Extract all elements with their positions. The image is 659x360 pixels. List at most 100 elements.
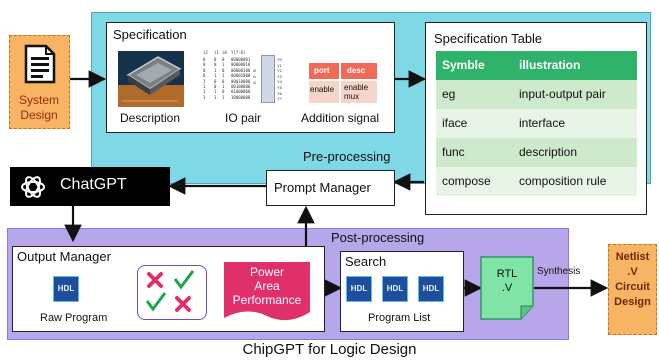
hdl-chip-icon: HDL	[346, 276, 372, 302]
synthesis-label: Synthesis	[537, 266, 581, 277]
io-table-cell: 1	[222, 84, 225, 89]
output-manager-title: Output Manager	[17, 249, 111, 264]
spec-table-cell: composition rule	[519, 174, 607, 188]
decoder-input-pin: i0	[253, 68, 257, 73]
io-table-cell: 1	[222, 94, 225, 100]
signal-h2: desc	[347, 66, 366, 75]
io-table-cell: 10000000	[231, 94, 251, 100]
description-label: Description	[120, 111, 181, 125]
signal-cell-2	[341, 81, 377, 103]
spec-table-title: Specification Table	[434, 31, 543, 46]
io-table-cell: 0	[203, 67, 206, 73]
signal-port-header	[309, 63, 339, 79]
system-design-line1: System	[18, 93, 59, 107]
search-title: Search	[345, 254, 387, 269]
io-table-cell: 0	[214, 84, 217, 89]
decoder-block	[261, 55, 275, 103]
decoder-output-pin: Y1	[277, 62, 282, 68]
signal-h1: port	[314, 66, 330, 75]
chatgpt-label: ChatGPT	[60, 176, 127, 193]
ppa-area: Area	[254, 279, 280, 293]
hdl-chip-icon: HDL	[53, 276, 79, 302]
spec-table-cell: interface	[519, 116, 566, 130]
openai-logo-icon	[21, 176, 45, 198]
ppa-performance: Performance	[232, 293, 302, 307]
io-header-i2: i2	[203, 50, 208, 55]
ppa-power: Power	[249, 265, 284, 279]
pre-processing-label: Pre-processing	[303, 149, 391, 164]
io-header-i0: i0	[222, 50, 227, 55]
io-table-cell: 00001000	[231, 73, 251, 79]
decoder-output-pin: Y3	[277, 73, 282, 79]
cross-icon	[147, 272, 163, 288]
io-table-cell: 0	[203, 62, 206, 68]
spec-table-cell: iface	[442, 116, 468, 130]
addition-signal-label: Addition signal	[301, 111, 380, 125]
spec-table-row: eg input-output pair	[436, 80, 637, 110]
decoder-input-pin: i1	[253, 74, 257, 79]
decoder-input-pin: i2	[253, 80, 257, 85]
io-table-cell: 1	[214, 94, 217, 100]
io-table-cell: 0	[214, 62, 217, 68]
decoder-output-pin: Y4	[277, 79, 282, 85]
spec-table-cell: compose	[442, 174, 491, 188]
io-table-cell: 0	[222, 67, 225, 73]
io-table-cell: 1	[203, 84, 206, 89]
signal-cell-1	[309, 81, 339, 103]
io-table-cell: 0	[222, 78, 225, 84]
io-table-cell: 00100000	[231, 84, 251, 89]
figure-caption: ChipGPT for Logic Design	[242, 341, 417, 358]
io-table-cell: 1	[214, 73, 217, 79]
prompt-manager-box	[266, 170, 395, 206]
chatgpt-box	[10, 167, 170, 206]
io-table-cell: 0	[214, 57, 217, 62]
hdl-chip-icon: HDL	[418, 276, 444, 302]
signal-c2-line1: enable	[344, 83, 369, 92]
cross-icon	[175, 296, 191, 312]
io-table-cell: 1	[214, 67, 217, 73]
signal-c1: enable	[310, 85, 335, 94]
decoder-output-pin: Y5	[277, 85, 282, 90]
signal-c2-line2: mux	[344, 92, 360, 101]
io-table-cell: 1	[222, 73, 225, 79]
spec-table-row: func description	[436, 138, 637, 168]
spec-table-cell: eg	[442, 87, 456, 101]
io-table-cell: 1	[214, 89, 217, 95]
spec-table-cell: input-output pair	[519, 87, 606, 101]
hdl-chip-icon: HDL	[382, 276, 408, 302]
raw-program-label: Raw Program	[40, 312, 108, 324]
io-table-cell: 01000000	[231, 89, 251, 95]
netlist-line1: Netlist	[615, 251, 650, 263]
rtl-file-shape	[480, 256, 534, 320]
io-table-cell: 0	[203, 73, 206, 79]
cpu-chip-image	[118, 51, 184, 107]
rtl-line1: RTL	[496, 268, 518, 280]
io-table-cell: 00000100	[231, 67, 251, 73]
io-table-cell: 0	[222, 57, 225, 62]
decoder-output-pin: Y6	[277, 90, 282, 96]
spec-table-cell: func	[442, 145, 465, 159]
io-table-cell: 0	[203, 57, 206, 62]
io-table-cell: 1	[203, 78, 206, 84]
check-icon	[145, 292, 167, 312]
system-design-box: System Design	[9, 35, 70, 129]
check-icon	[173, 270, 195, 290]
cross-check-icons	[145, 270, 195, 312]
ppa-banner	[224, 262, 310, 321]
io-table-cell: 0	[214, 78, 217, 84]
decoder-output-pin: Y2	[277, 68, 282, 74]
specification-title: Specification	[113, 27, 187, 42]
netlist-line3: Circuit	[615, 281, 650, 293]
program-list-label: Program List	[368, 312, 431, 324]
io-table-cell: 0	[222, 89, 225, 95]
io-table-cell: 1	[203, 89, 206, 95]
rtl-line2: .V	[501, 282, 513, 294]
io-header-y: Y[7:0]	[231, 50, 246, 55]
spec-table-row: compose composition rule	[436, 167, 637, 197]
document-icon	[24, 44, 56, 84]
io-table-cell: 00000010	[231, 62, 251, 68]
netlist-line2: .V	[627, 266, 638, 278]
io-header-i1: i1	[214, 50, 219, 55]
decoder-output-pin: Y7	[277, 96, 282, 102]
